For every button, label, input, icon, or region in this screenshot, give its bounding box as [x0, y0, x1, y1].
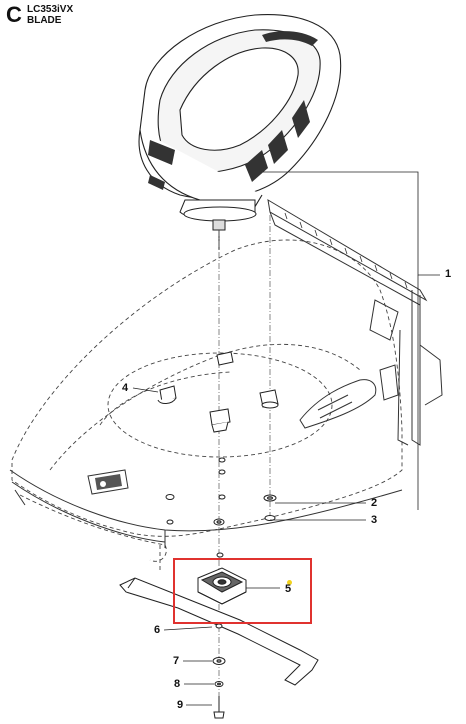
callout-leaders — [132, 171, 440, 706]
section-title: LC353iVX BLADE — [27, 4, 73, 26]
callout-2[interactable]: 2 — [371, 497, 378, 509]
model-name: LC353iVX — [27, 4, 74, 15]
callout-6[interactable]: 6 — [154, 624, 161, 636]
blade-part — [119, 577, 319, 686]
motor-body — [179, 199, 257, 250]
deck-front-rim — [9, 469, 403, 548]
section-letter: C — [6, 2, 22, 27]
callout-9[interactable]: 9 — [177, 699, 184, 711]
blade-adapter-part — [197, 567, 247, 605]
handle-frame — [267, 199, 443, 446]
callout-4[interactable]: 4 — [122, 382, 129, 394]
axis-hardware — [165, 457, 277, 558]
callout-8[interactable]: 8 — [174, 678, 181, 690]
callout-5[interactable]: 5 — [285, 583, 292, 595]
section-name: BLADE — [27, 15, 62, 26]
mounting-bracket-parts — [157, 351, 279, 433]
mower-deck — [11, 239, 403, 570]
handle-rail-hatching — [284, 212, 408, 289]
callout-1[interactable]: 1 — [445, 268, 452, 280]
blade-fasteners — [212, 657, 226, 719]
assembly-axis — [218, 215, 271, 712]
motor-cover-vents — [148, 31, 318, 190]
motor-cover — [138, 14, 342, 216]
highlight-box — [173, 558, 312, 624]
callout-3[interactable]: 3 — [371, 514, 378, 526]
highlight-marker — [287, 580, 292, 585]
brand-logo-badge — [87, 469, 129, 495]
callout-7[interactable]: 7 — [173, 655, 180, 667]
